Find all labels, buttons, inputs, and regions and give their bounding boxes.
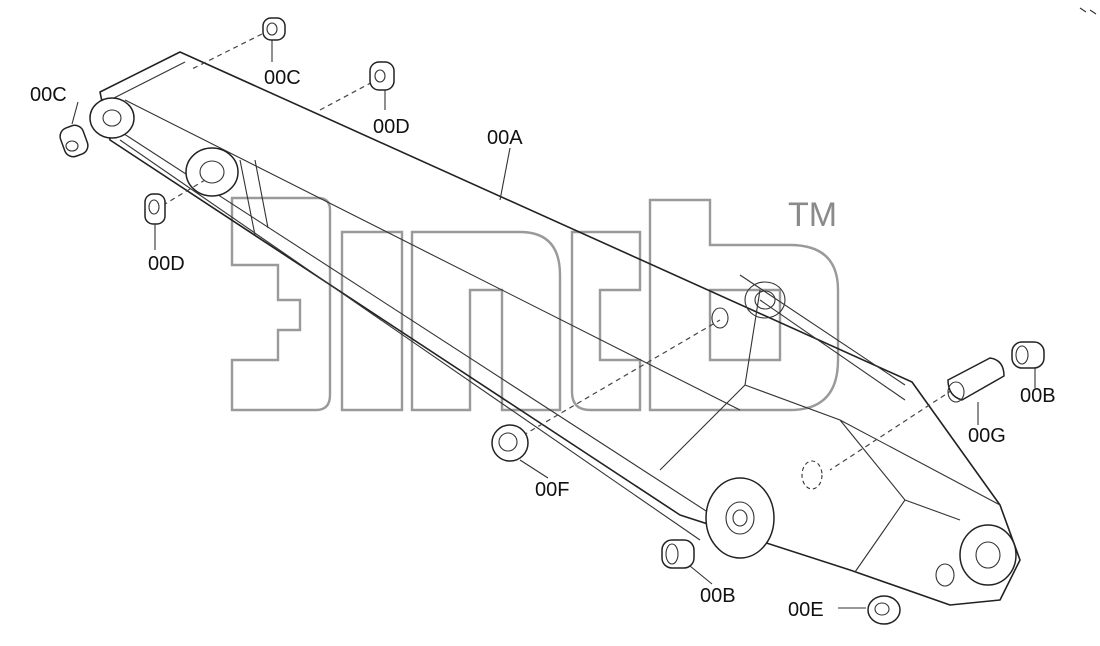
loose-parts (59, 17, 1045, 625)
label-00c-left: 00C (30, 84, 67, 106)
label-00e: 00E (788, 599, 824, 621)
label-00a: 00A (487, 127, 523, 149)
label-00g: 00G (968, 425, 1006, 447)
callout-labels: 00C 00C 00D 00D 00A 00F 00G 00B 00B 00E (30, 67, 1056, 621)
cylinder-bracket-eye (705, 477, 775, 559)
bushing-00e (867, 595, 901, 625)
bushing-00b-bottom (661, 539, 695, 569)
watermark-logo: TM (230, 196, 840, 412)
bushing-00c-top (262, 17, 286, 41)
label-00b-right: 00B (1020, 385, 1056, 407)
boom-foot-eye (89, 97, 135, 139)
label-00d-top: 00D (373, 116, 410, 138)
label-00f: 00F (535, 479, 569, 501)
label-00d-left: 00D (148, 253, 185, 275)
bushing-00d-left (144, 193, 166, 225)
bushing-00b-right (1011, 341, 1045, 369)
trademark-mark: TM (788, 196, 837, 234)
bushing-00f (491, 424, 529, 462)
bushing-00d-top (369, 61, 395, 91)
label-00c-top: 00C (264, 67, 301, 89)
pin-00g (947, 357, 1005, 403)
leader-lines (71, 40, 1036, 609)
boom-mid-eye (185, 147, 239, 197)
boom-top-eye (959, 524, 1017, 586)
corner-mark (1079, 7, 1097, 15)
bushing-00c-left (59, 124, 89, 158)
boom-body (89, 51, 1021, 606)
label-00b-bottom: 00B (700, 585, 736, 607)
